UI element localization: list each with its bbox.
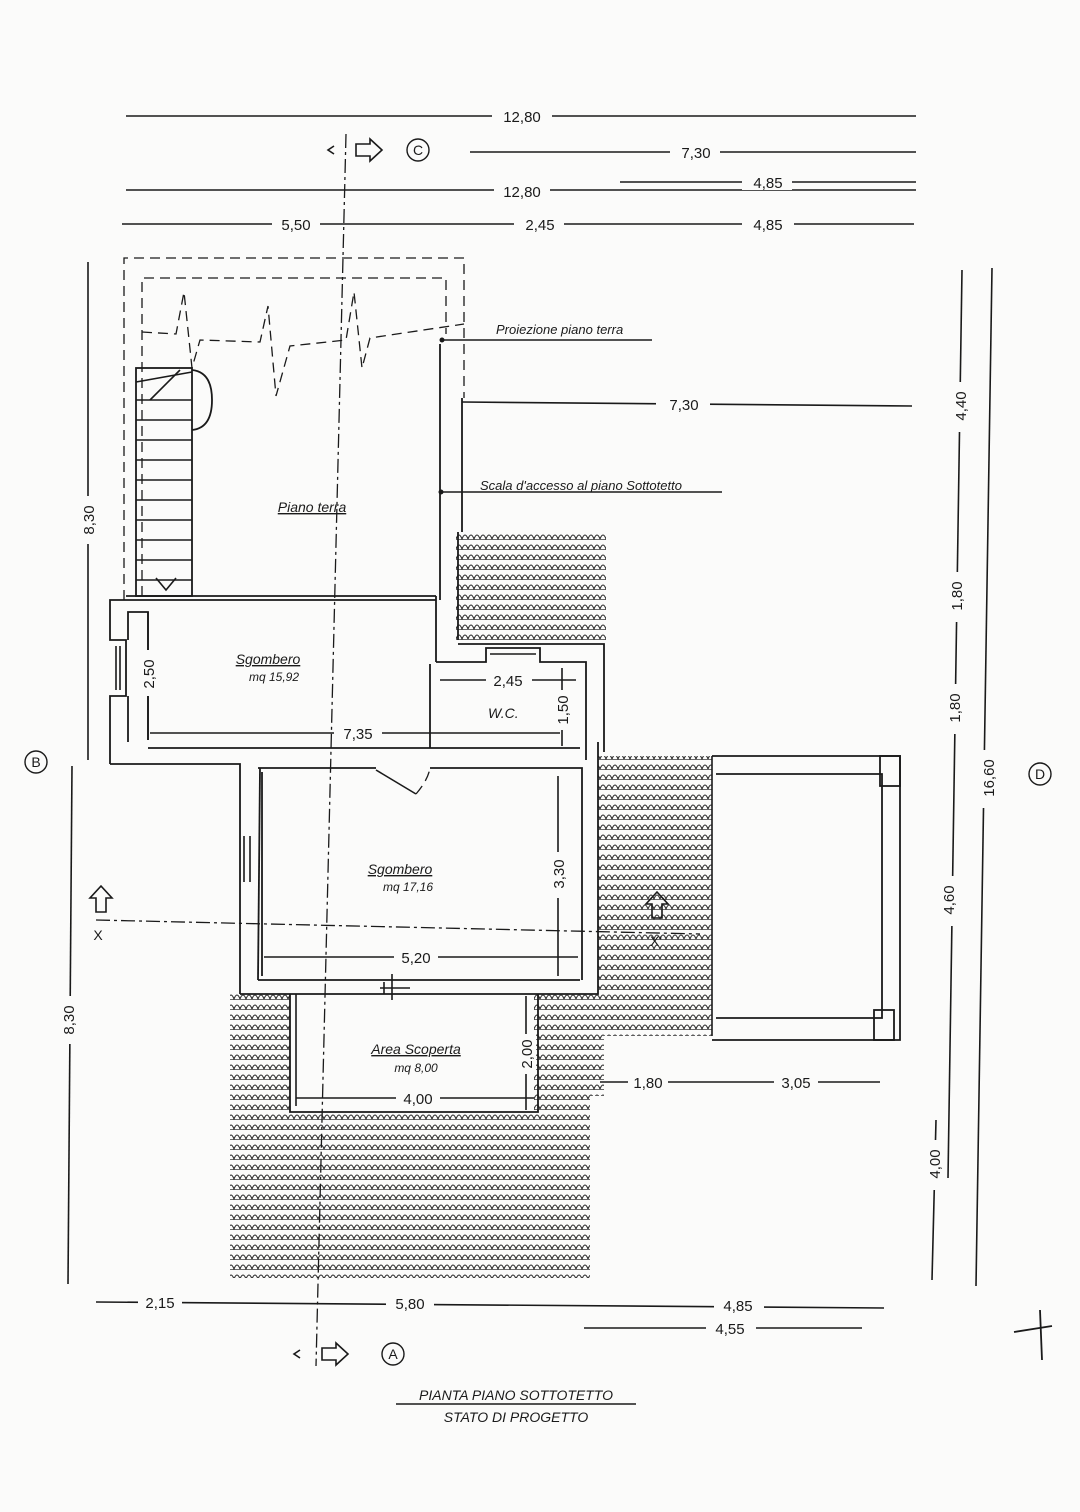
section-marker-x-prime: X': [644, 890, 670, 949]
bottom-dimensions: 2,15 5,80 4,85 4,55: [95, 1292, 885, 1338]
svg-text:mq 8,00: mq 8,00: [394, 1061, 438, 1075]
svg-text:A: A: [388, 1346, 398, 1362]
svg-text:X: X: [93, 927, 103, 943]
svg-text:1,80: 1,80: [947, 693, 964, 722]
svg-text:3,30: 3,30: [551, 859, 568, 888]
svg-text:X': X': [650, 933, 662, 949]
svg-text:7,30: 7,30: [669, 397, 698, 414]
svg-text:W.C.: W.C.: [488, 705, 519, 721]
section-marker-b: B: [24, 750, 48, 774]
section-marker-a: A: [292, 1341, 405, 1367]
svg-text:2,45: 2,45: [525, 217, 554, 234]
svg-text:1,50: 1,50: [555, 695, 572, 724]
svg-text:2,15: 2,15: [145, 1295, 174, 1312]
svg-text:3,05: 3,05: [781, 1075, 810, 1092]
svg-text:mq 15,92: mq 15,92: [249, 670, 299, 684]
svg-text:4,85: 4,85: [753, 217, 782, 234]
svg-text:2,50: 2,50: [141, 659, 158, 688]
staircase: [135, 367, 213, 597]
svg-text:Sgombero: Sgombero: [236, 651, 301, 667]
attic-walls: [109, 595, 605, 1000]
section-marker-x: X: [88, 884, 114, 943]
svg-text:B: B: [31, 754, 40, 770]
svg-text:4,00: 4,00: [927, 1149, 944, 1178]
svg-text:4,60: 4,60: [941, 885, 958, 914]
svg-text:mq 17,16: mq 17,16: [383, 880, 433, 894]
inner-dimensions: 2,50 7,35 2,45 1,50 3,30 5,20 2,00 4,00 …: [138, 612, 880, 1110]
right-dimensions: 4,40 1,80 1,80 4,60 4,00 16,60: [922, 267, 1000, 1287]
svg-text:5,50: 5,50: [281, 217, 310, 234]
terrace-walls: [711, 755, 901, 1041]
svg-text:7,30: 7,30: [681, 145, 710, 162]
svg-text:STATO DI PROGETTO: STATO DI PROGETTO: [444, 1409, 589, 1425]
svg-text:Scala d'accesso al piano Sotto: Scala d'accesso al piano Sottotetto: [480, 478, 682, 493]
ground-floor-projection: Proiezione piano terra: [123, 257, 652, 600]
svg-text:4,55: 4,55: [715, 1321, 744, 1338]
section-marker-d: D: [1028, 762, 1052, 786]
cross-marker: [1013, 1309, 1053, 1361]
svg-text:PIANTA PIANO SOTTOTETTO: PIANTA PIANO SOTTOTETTO: [419, 1387, 613, 1403]
svg-text:4,00: 4,00: [403, 1091, 432, 1108]
top-dimensions: 12,80 7,30 12,80 4,85 5,50 2,45 4,85: [122, 106, 916, 234]
svg-text:4,40: 4,40: [953, 391, 970, 420]
svg-text:4,85: 4,85: [753, 175, 782, 192]
drawing-title: PIANTA PIANO SOTTOTETTO STATO DI PROGETT…: [396, 1387, 636, 1425]
section-line-horizontal: [95, 919, 701, 935]
svg-text:12,80: 12,80: [503, 109, 541, 126]
svg-text:2,45: 2,45: [493, 673, 522, 690]
section-marker-c: C: [326, 137, 430, 163]
svg-text:Sgombero: Sgombero: [368, 861, 433, 877]
svg-text:8,30: 8,30: [61, 1005, 78, 1034]
open-area-walls: [289, 994, 539, 1113]
left-dimensions: 8,30 8,30: [56, 262, 100, 1285]
svg-text:Piano terra: Piano terra: [278, 499, 347, 515]
svg-text:12,80: 12,80: [503, 184, 541, 201]
svg-text:7,35: 7,35: [343, 726, 372, 743]
svg-text:1,80: 1,80: [949, 581, 966, 610]
svg-text:8,30: 8,30: [81, 505, 98, 534]
section-line-vertical: [315, 133, 347, 1367]
svg-text:2,00: 2,00: [519, 1039, 536, 1068]
svg-text:Area Scoperta: Area Scoperta: [370, 1041, 461, 1057]
roof-tiles-upper: [456, 532, 606, 644]
svg-text:1,80: 1,80: [633, 1075, 662, 1092]
svg-text:4,85: 4,85: [723, 1298, 752, 1315]
svg-text:5,80: 5,80: [395, 1296, 424, 1313]
svg-text:C: C: [413, 142, 423, 158]
svg-text:16,60: 16,60: [981, 759, 998, 797]
svg-text:5,20: 5,20: [401, 950, 430, 967]
svg-text:Proiezione piano terra: Proiezione piano terra: [496, 322, 623, 337]
svg-text:D: D: [1035, 766, 1045, 782]
